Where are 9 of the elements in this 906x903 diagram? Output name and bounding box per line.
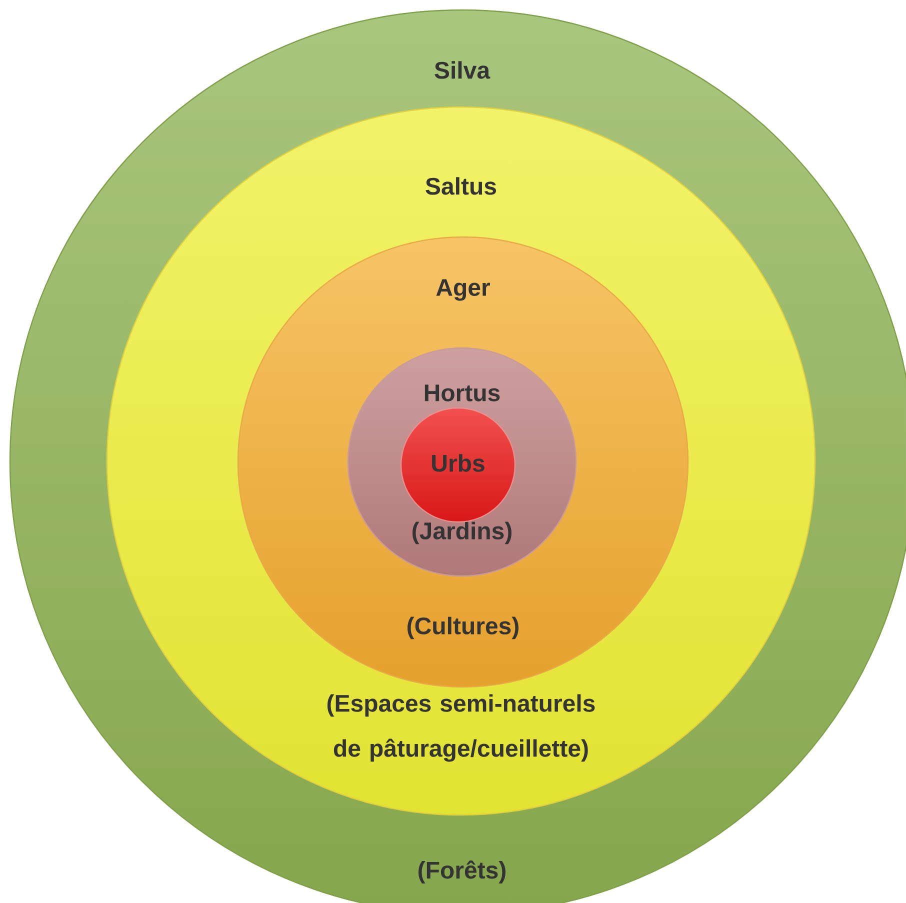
- zone-label: Hortus: [424, 384, 500, 402]
- zone-label: Urbs: [432, 454, 484, 472]
- zone-label: Silva: [434, 61, 490, 79]
- zone-label: (Espaces semi-naturels de pâturage/cueillette): [327, 694, 595, 762]
- zone-label: (Forêts): [418, 860, 506, 884]
- zone-label: Saltus: [426, 177, 496, 195]
- zone-label: Ager: [436, 279, 490, 301]
- zone-label: (Jardins): [412, 522, 512, 544]
- zone-label: (Cultures): [408, 616, 518, 640]
